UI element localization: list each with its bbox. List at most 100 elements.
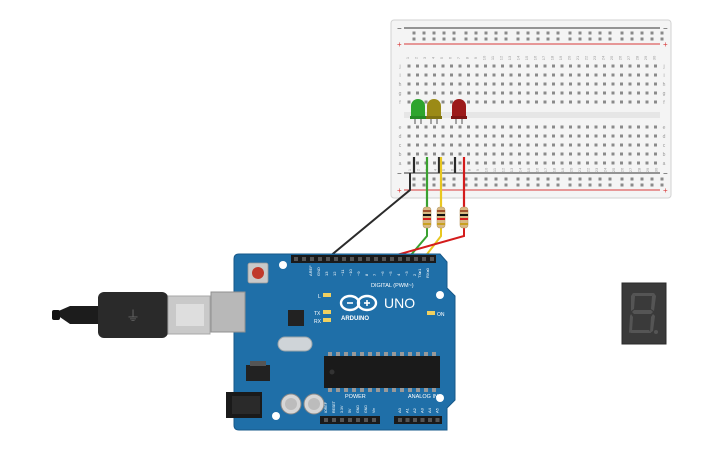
breadboard-hole[interactable]	[450, 152, 453, 156]
breadboard-hole[interactable]	[637, 143, 640, 147]
breadboard-hole[interactable]	[475, 91, 479, 95]
rail-hole[interactable]	[620, 183, 624, 187]
breadboard-hole[interactable]	[492, 73, 496, 77]
breadboard-hole[interactable]	[594, 82, 598, 86]
breadboard-hole[interactable]	[543, 82, 547, 86]
breadboard-hole[interactable]	[441, 100, 445, 104]
breadboard-hole[interactable]	[509, 134, 513, 138]
breadboard-hole[interactable]	[458, 134, 462, 138]
breadboard-hole[interactable]	[492, 143, 496, 147]
header-pin[interactable]	[348, 418, 352, 422]
breadboard-hole[interactable]	[569, 64, 572, 68]
breadboard-hole[interactable]	[441, 73, 445, 77]
breadboard-hole[interactable]	[424, 91, 428, 95]
breadboard-hole[interactable]	[586, 73, 589, 77]
breadboard-hole[interactable]	[654, 73, 657, 77]
breadboard-hole[interactable]	[467, 100, 470, 104]
breadboard-hole[interactable]	[475, 64, 479, 68]
rail-hole[interactable]	[660, 183, 664, 187]
breadboard-hole[interactable]	[637, 161, 640, 165]
breadboard-hole[interactable]	[526, 100, 530, 104]
breadboard-hole[interactable]	[492, 91, 496, 95]
breadboard-hole[interactable]	[586, 125, 589, 129]
breadboard-hole[interactable]	[552, 73, 555, 77]
breadboard-hole[interactable]	[535, 161, 538, 165]
breadboard-hole[interactable]	[620, 100, 623, 104]
breadboard-hole[interactable]	[441, 125, 445, 129]
breadboard-hole[interactable]	[620, 134, 623, 138]
rail-hole[interactable]	[474, 177, 478, 181]
terminal-holes[interactable]	[407, 64, 658, 165]
breadboard-hole[interactable]	[484, 82, 487, 86]
breadboard-hole[interactable]	[620, 125, 623, 129]
breadboard-hole[interactable]	[526, 73, 530, 77]
breadboard-hole[interactable]	[543, 152, 547, 156]
header-pin[interactable]	[420, 418, 425, 422]
breadboard-hole[interactable]	[450, 73, 453, 77]
rail-hole[interactable]	[536, 177, 540, 181]
rail-hole[interactable]	[412, 31, 416, 35]
rail-hole[interactable]	[640, 183, 644, 187]
breadboard-hole[interactable]	[594, 143, 598, 147]
breadboard-hole[interactable]	[637, 100, 640, 104]
breadboard-hole[interactable]	[552, 100, 555, 104]
breadboard-hole[interactable]	[611, 134, 615, 138]
header-pin[interactable]	[398, 257, 402, 261]
breadboard-hole[interactable]	[467, 82, 470, 86]
breadboard-hole[interactable]	[543, 143, 547, 147]
breadboard-hole[interactable]	[424, 100, 428, 104]
header-pin[interactable]	[302, 257, 306, 261]
rail-hole[interactable]	[588, 177, 592, 181]
breadboard-hole[interactable]	[475, 161, 479, 165]
breadboard-hole[interactable]	[535, 82, 538, 86]
rail-hole[interactable]	[588, 37, 592, 41]
breadboard-hole[interactable]	[484, 125, 487, 129]
header-pin[interactable]	[326, 257, 330, 261]
breadboard-hole[interactable]	[475, 134, 479, 138]
breadboard-hole[interactable]	[560, 91, 564, 95]
breadboard-hole[interactable]	[484, 143, 487, 147]
breadboard-hole[interactable]	[407, 82, 411, 86]
breadboard-hole[interactable]	[654, 152, 657, 156]
rail-hole[interactable]	[650, 37, 654, 41]
rail-hole[interactable]	[442, 37, 446, 41]
rail-hole[interactable]	[536, 37, 540, 41]
rail-hole[interactable]	[452, 177, 456, 181]
breadboard-hole[interactable]	[645, 82, 649, 86]
breadboard-hole[interactable]	[560, 73, 564, 77]
breadboard-hole[interactable]	[433, 161, 436, 165]
breadboard-hole[interactable]	[535, 100, 538, 104]
breadboard-hole[interactable]	[577, 125, 581, 129]
rail-hole[interactable]	[484, 37, 488, 41]
breadboard-hole[interactable]	[611, 161, 615, 165]
breadboard-hole[interactable]	[535, 73, 538, 77]
rail-hole[interactable]	[526, 37, 530, 41]
breadboard-hole[interactable]	[518, 152, 521, 156]
breadboard-hole[interactable]	[552, 82, 555, 86]
rail-hole[interactable]	[578, 37, 582, 41]
breadboard-hole[interactable]	[450, 82, 453, 86]
rail-hole[interactable]	[620, 37, 624, 41]
analog-header[interactable]	[394, 416, 442, 424]
breadboard-hole[interactable]	[603, 143, 606, 147]
usb-cable[interactable]: ⏚	[52, 292, 211, 338]
breadboard-hole[interactable]	[637, 64, 640, 68]
rail-hole[interactable]	[660, 31, 664, 35]
rail-hole[interactable]	[474, 31, 478, 35]
header-pin[interactable]	[366, 257, 370, 261]
rail-hole[interactable]	[504, 31, 508, 35]
breadboard-hole[interactable]	[458, 73, 462, 77]
rail-hole[interactable]	[442, 31, 446, 35]
rail-hole[interactable]	[432, 183, 436, 187]
rail-hole[interactable]	[630, 37, 634, 41]
breadboard-hole[interactable]	[424, 64, 428, 68]
breadboard-hole[interactable]	[424, 73, 428, 77]
rail-hole[interactable]	[452, 183, 456, 187]
header-pin[interactable]	[428, 418, 432, 422]
resistor-3[interactable]	[459, 206, 469, 229]
breadboard-hole[interactable]	[509, 73, 513, 77]
rail-hole[interactable]	[526, 31, 530, 35]
wires[interactable]	[322, 157, 466, 263]
breadboard-hole[interactable]	[577, 152, 581, 156]
